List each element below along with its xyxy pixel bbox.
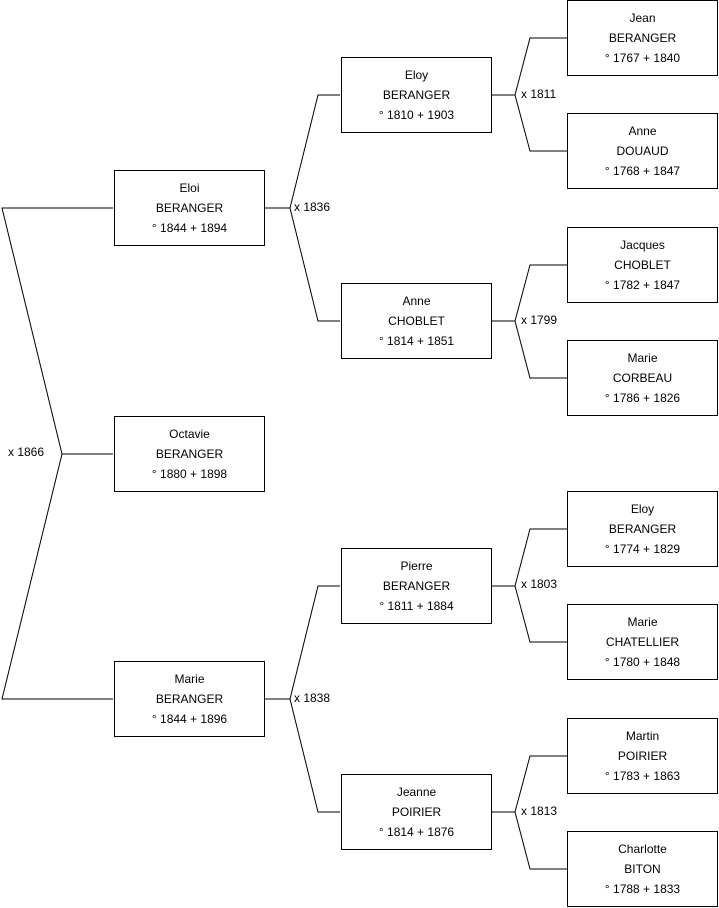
first-name: Anne: [402, 294, 431, 308]
person-box-jeanne[interactable]: Jeanne POIRIER ° 1814 + 1876: [341, 774, 492, 850]
person-box-eloy-1774[interactable]: Eloy BERANGER ° 1774 + 1829: [567, 491, 718, 567]
person-box-marie-beranger[interactable]: Marie BERANGER ° 1844 + 1896: [114, 661, 265, 737]
life-dates: ° 1811 + 1884: [379, 599, 454, 613]
life-dates: ° 1810 + 1903: [378, 108, 455, 122]
last-name: POIRIER: [391, 805, 442, 819]
first-name: Jeanne: [396, 785, 437, 799]
last-name: CHOBLET: [614, 258, 671, 272]
first-name: Eloy: [404, 68, 429, 82]
last-name: CHATELLIER: [605, 635, 680, 649]
marriage-label-1838: x 1838: [294, 691, 331, 705]
first-name: Jacques: [620, 238, 665, 252]
last-name: DOUAUD: [616, 144, 669, 158]
last-name: CHOBLET: [388, 314, 445, 328]
person-box-jean[interactable]: Jean BERANGER ° 1767 + 1840: [567, 0, 718, 76]
marriage-label-1813: x 1813: [521, 804, 558, 818]
life-dates: ° 1767 + 1840: [604, 51, 681, 65]
marriage-label-1799: x 1799: [521, 313, 558, 327]
last-name: BERANGER: [382, 88, 451, 102]
first-name: Eloy: [630, 502, 655, 516]
life-dates: ° 1780 + 1848: [604, 655, 681, 669]
life-dates: ° 1880 + 1898: [151, 467, 228, 481]
last-name: BERANGER: [155, 447, 224, 461]
first-name: Pierre: [400, 559, 433, 573]
last-name: BERANGER: [155, 201, 224, 215]
life-dates: ° 1814 + 1876: [378, 825, 455, 839]
person-box-anne-choblet[interactable]: Anne CHOBLET ° 1814 + 1851: [341, 283, 492, 359]
first-name: Marie: [174, 672, 205, 686]
life-dates: ° 1782 + 1847: [604, 278, 681, 292]
marriage-label-1866: x 1866: [8, 445, 45, 459]
person-box-marie-corbeau[interactable]: Marie CORBEAU ° 1786 + 1826: [567, 340, 718, 416]
marriage-label-1803: x 1803: [521, 577, 558, 591]
first-name: Martin: [625, 729, 660, 743]
life-dates: ° 1844 + 1894: [151, 221, 228, 235]
life-dates: ° 1783 + 1863: [604, 769, 681, 783]
life-dates: ° 1788 + 1833: [604, 882, 681, 896]
first-name: Anne: [628, 124, 657, 138]
person-box-jacques[interactable]: Jacques CHOBLET ° 1782 + 1847: [567, 227, 718, 303]
first-name: Octavie: [169, 427, 210, 441]
person-box-charlotte[interactable]: Charlotte BITON ° 1788 + 1833: [567, 831, 718, 907]
person-box-anne-douaud[interactable]: Anne DOUAUD ° 1768 + 1847: [567, 113, 718, 189]
last-name: CORBEAU: [612, 371, 673, 385]
life-dates: ° 1774 + 1829: [604, 542, 681, 556]
person-box-pierre[interactable]: Pierre BERANGER ° 1811 + 1884: [341, 548, 492, 624]
first-name: Marie: [627, 351, 658, 365]
life-dates: ° 1814 + 1851: [378, 334, 455, 348]
life-dates: ° 1768 + 1847: [604, 164, 681, 178]
first-name: Charlotte: [618, 842, 667, 856]
life-dates: ° 1844 + 1896: [151, 712, 228, 726]
first-name: Jean: [629, 11, 656, 25]
person-box-marie-chatellier[interactable]: Marie CHATELLIER ° 1780 + 1848: [567, 604, 718, 680]
marriage-label-1836: x 1836: [294, 200, 331, 214]
person-box-eloy-1810[interactable]: Eloy BERANGER ° 1810 + 1903: [341, 57, 492, 133]
first-name: Marie: [627, 615, 658, 629]
person-box-martin[interactable]: Martin POIRIER ° 1783 + 1863: [567, 718, 718, 794]
marriage-label-1811: x 1811: [521, 87, 557, 101]
last-name: POIRIER: [617, 749, 668, 763]
last-name: BERANGER: [382, 579, 451, 593]
last-name: BERANGER: [155, 692, 224, 706]
life-dates: ° 1786 + 1826: [604, 391, 681, 405]
last-name: BERANGER: [608, 31, 677, 45]
first-name: Eloi: [179, 181, 200, 195]
last-name: BERANGER: [608, 522, 677, 536]
person-box-octavie[interactable]: Octavie BERANGER ° 1880 + 1898: [114, 416, 265, 492]
last-name: BITON: [624, 862, 661, 876]
person-box-eloi[interactable]: Eloi BERANGER ° 1844 + 1894: [114, 170, 265, 246]
